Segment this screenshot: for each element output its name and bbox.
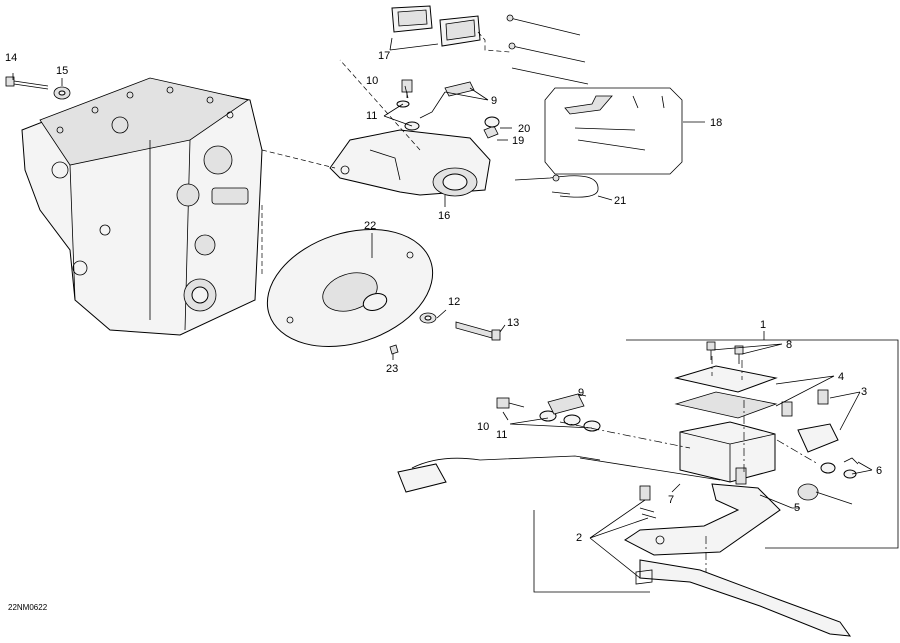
callout-10-lower: 10 xyxy=(477,421,489,433)
washer-12[interactable] xyxy=(419,312,437,324)
pad-pins[interactable] xyxy=(506,14,589,85)
brake-disc[interactable] xyxy=(252,209,448,366)
hose-fitting-9-upper[interactable] xyxy=(419,81,475,119)
piston-5[interactable] xyxy=(797,483,853,505)
master-cylinder-body[interactable] xyxy=(679,421,776,483)
callout-21: 21 xyxy=(614,195,626,207)
callout-18: 18 xyxy=(710,117,722,129)
bleeder-19[interactable] xyxy=(483,125,499,139)
cover-screws-8[interactable] xyxy=(706,341,744,364)
callout-4: 4 xyxy=(838,371,844,383)
callout-17: 17 xyxy=(378,50,390,62)
callout-13: 13 xyxy=(507,317,519,329)
callout-9-upper: 9 xyxy=(491,95,497,107)
reservoir-cover-4[interactable] xyxy=(674,365,778,419)
callout-11-lower: 11 xyxy=(496,429,507,441)
callout-19: 19 xyxy=(512,135,524,147)
hose-fitting-9-lower[interactable] xyxy=(547,393,585,415)
brake-hose[interactable] xyxy=(411,455,601,469)
callout-8: 8 xyxy=(786,339,792,351)
callout-11-upper: 11 xyxy=(366,110,377,122)
mounting-bolts-3[interactable] xyxy=(781,389,829,417)
callout-9-lower: 9 xyxy=(578,387,584,399)
callout-2: 2 xyxy=(576,532,582,544)
bracket-21[interactable] xyxy=(514,174,599,198)
nut-23[interactable] xyxy=(389,344,399,355)
callout-6: 6 xyxy=(876,465,882,477)
tool-kit-box[interactable] xyxy=(544,87,683,175)
cap-20[interactable] xyxy=(484,116,500,128)
banjo-bolt-10-lower[interactable] xyxy=(496,397,525,409)
callout-22: 22 xyxy=(364,220,376,232)
wire-connector[interactable] xyxy=(397,463,447,493)
callout-3: 3 xyxy=(861,386,867,398)
callout-14: 14 xyxy=(5,52,17,64)
assembly-frame-1 xyxy=(533,339,899,593)
callout-1: 1 xyxy=(760,319,766,331)
gearbox-housing[interactable] xyxy=(21,77,263,336)
pivot-bolt-7[interactable] xyxy=(735,467,747,485)
bolt-14[interactable] xyxy=(5,76,49,90)
bolt-13[interactable] xyxy=(455,321,501,341)
seal-kit-6[interactable] xyxy=(820,457,859,479)
callout-20: 20 xyxy=(518,123,530,135)
callout-16: 16 xyxy=(438,210,450,222)
lever-pin-kit-2[interactable] xyxy=(635,485,657,585)
reference-code: 22NM0622 xyxy=(8,603,48,612)
callout-10-upper: 10 xyxy=(366,75,378,87)
callout-5: 5 xyxy=(794,502,800,514)
callout-15: 15 xyxy=(56,65,68,77)
callout-12: 12 xyxy=(448,296,460,308)
brake-lever[interactable] xyxy=(624,483,852,637)
clamp-bracket[interactable] xyxy=(797,423,839,453)
callout-23: 23 xyxy=(386,363,398,375)
brake-pads[interactable] xyxy=(391,5,481,47)
brake-caliper[interactable] xyxy=(329,129,491,197)
nut-15[interactable] xyxy=(53,86,71,100)
callout-7: 7 xyxy=(668,494,674,506)
cable-switch[interactable] xyxy=(579,457,721,481)
